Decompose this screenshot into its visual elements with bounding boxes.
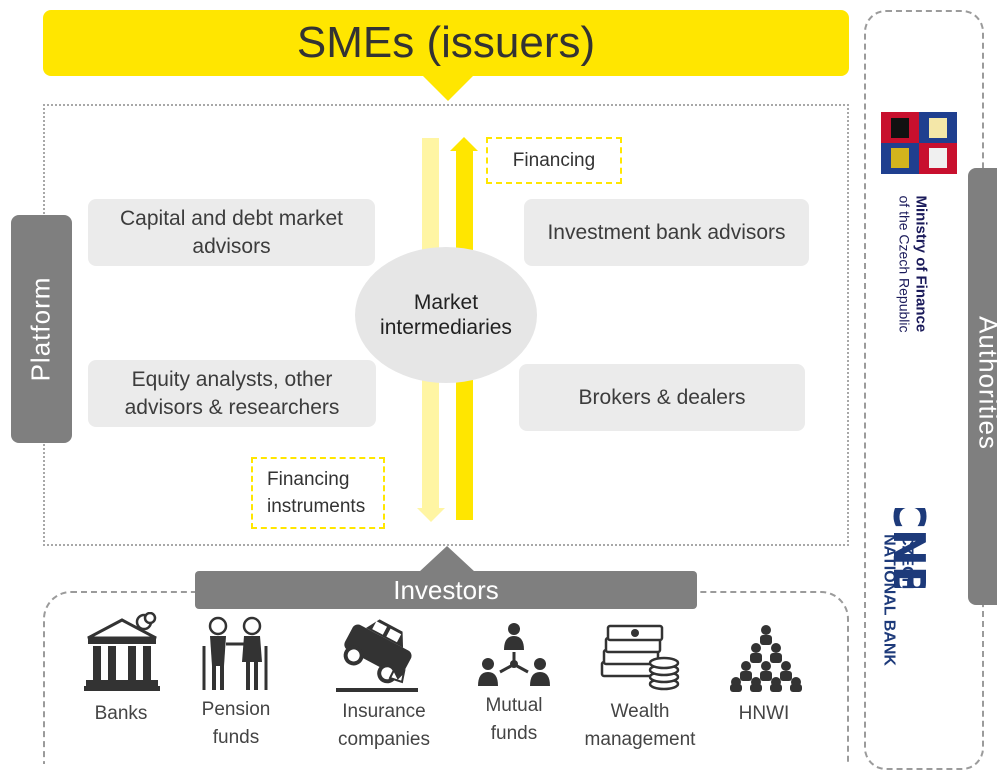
investor-label-mutual-funds: Mutual funds	[485, 692, 542, 747]
financing-instruments-line2: instruments	[267, 494, 369, 521]
money-stack-icon	[598, 622, 682, 692]
investment-bank-advisors-box: Investment bank advisors	[524, 199, 809, 266]
car-crash-icon	[332, 612, 422, 694]
investors-bar: Investors	[195, 571, 697, 609]
cnb-line1: CZECH	[898, 534, 916, 666]
ministry-line1: Ministry of Finance	[912, 196, 929, 333]
investor-label-banks: Banks	[95, 700, 148, 728]
financing-instruments-label: Financing instruments	[251, 457, 385, 529]
platform-label: Platform	[26, 277, 57, 382]
czech-coat-of-arms-icon	[881, 112, 957, 174]
sme-title: SMEs (issuers)	[297, 18, 595, 68]
equity-analysts-box: Equity analysts, other advisors & resear…	[88, 360, 376, 427]
capital-debt-advisors-box: Capital and debt market advisors	[88, 199, 375, 266]
capital-debt-advisors-label: Capital and debt market advisors	[98, 205, 365, 260]
investor-label-line: HNWI	[739, 700, 790, 728]
investor-label-hnwi: HNWI	[739, 700, 790, 728]
investor-label-wealth-management: Wealth management	[585, 698, 696, 753]
sme-issuers-banner: SMEs (issuers)	[43, 10, 849, 76]
ministry-of-finance-name: Ministry of Finance of the Czech Republi…	[896, 196, 929, 333]
ministry-line2: of the Czech Republic	[896, 196, 912, 333]
market-intermediaries-ellipse: Market intermediaries	[355, 247, 537, 383]
investors-label: Investors	[393, 575, 499, 606]
authorities-label: Authorities	[973, 316, 997, 450]
bank-icon	[84, 612, 160, 692]
market-intermediaries-line1: Market	[380, 290, 512, 315]
market-intermediaries-line2: intermediaries	[380, 315, 512, 340]
investor-label-line: Wealth	[585, 698, 696, 726]
investor-label-line: management	[585, 726, 696, 754]
financing-instruments-line1: Financing	[267, 467, 369, 494]
investment-bank-advisors-label: Investment bank advisors	[547, 219, 785, 246]
investors-area	[43, 591, 849, 764]
investor-label-line: funds	[202, 724, 271, 752]
investors-pointer-triangle	[419, 546, 475, 572]
pensioners-icon	[200, 616, 270, 692]
brokers-dealers-label: Brokers & dealers	[579, 384, 746, 411]
financing-arrow-head	[450, 137, 478, 151]
investor-label-line: Banks	[95, 700, 148, 728]
investor-label-line: Insurance	[338, 698, 430, 726]
czech-national-bank-name: CZECH NATIONAL BANK	[880, 534, 915, 666]
instruments-arrow-head	[417, 508, 445, 522]
investor-label-line: funds	[485, 720, 542, 748]
investor-label-line: Mutual	[485, 692, 542, 720]
sme-pointer-triangle	[422, 75, 474, 101]
cnb-line2: NATIONAL BANK	[880, 534, 898, 666]
brokers-dealers-box: Brokers & dealers	[519, 364, 805, 431]
network-people-icon	[478, 622, 550, 688]
financing-label-text: Financing	[513, 150, 595, 172]
investor-label-line: Pension	[202, 696, 271, 724]
investor-label-insurance: Insurance companies	[338, 698, 430, 753]
financing-label: Financing	[486, 137, 622, 184]
investor-label-pension-funds: Pension funds	[202, 696, 271, 751]
people-pyramid-icon	[730, 624, 802, 692]
investor-label-line: companies	[338, 726, 430, 754]
equity-analysts-label: Equity analysts, other advisors & resear…	[98, 366, 366, 421]
